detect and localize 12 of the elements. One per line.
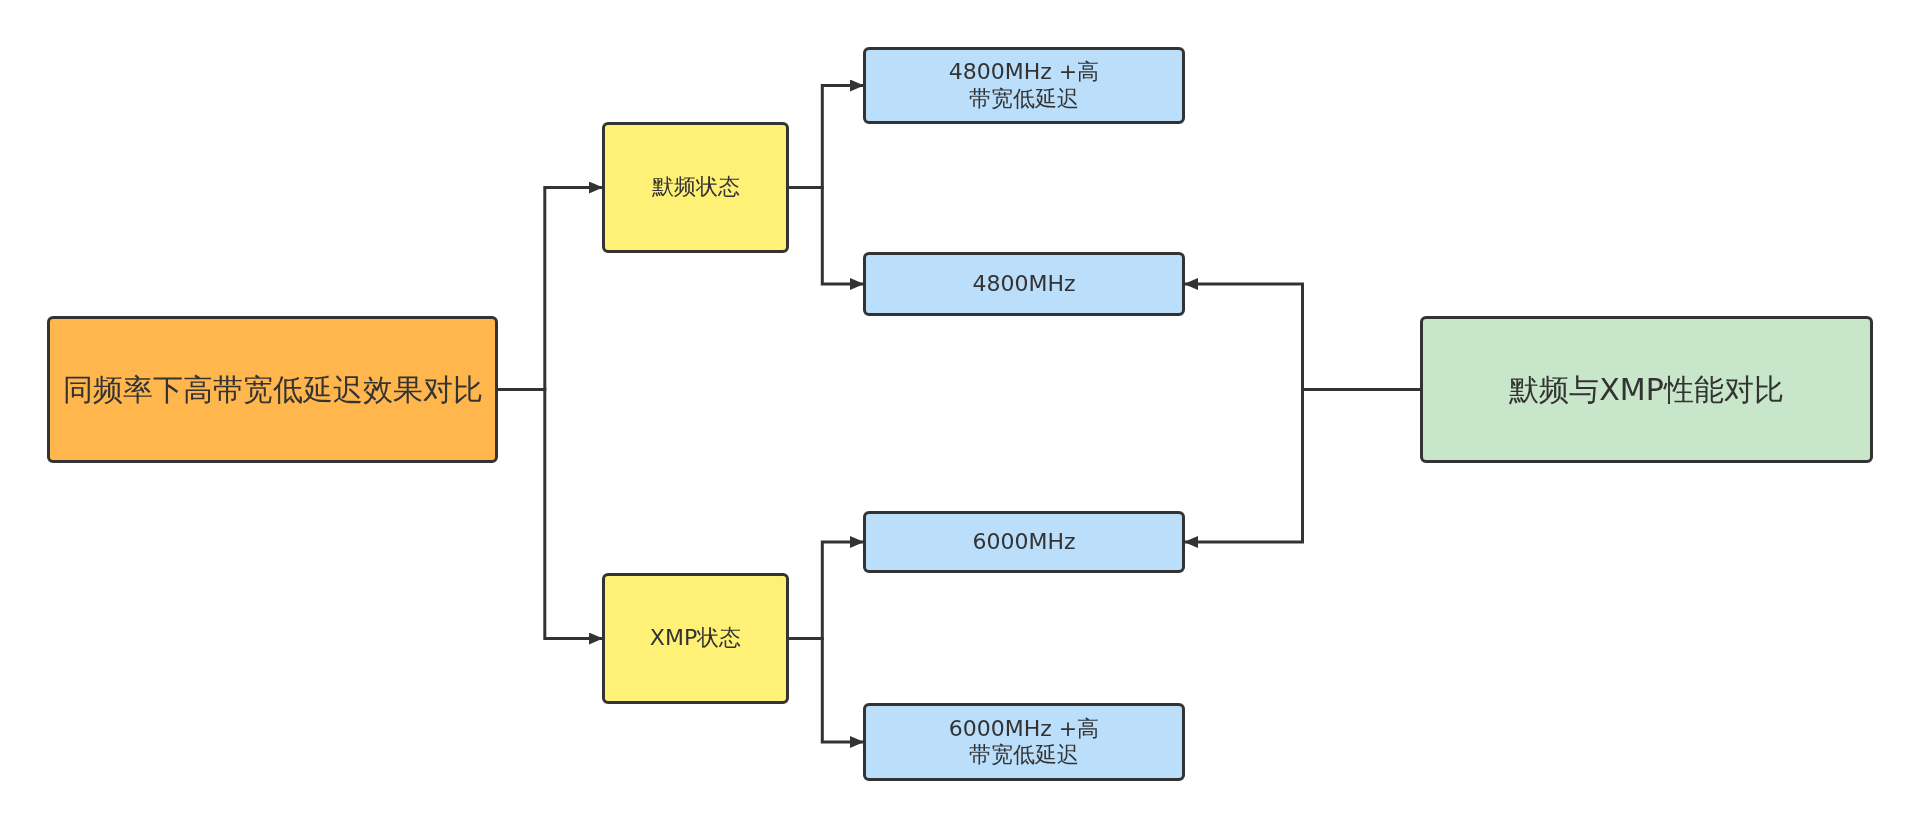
state-box: 默频状态 [602,122,789,253]
arrow [1184,388,1420,548]
result-box: 4800MHz +高带宽低延迟 [863,47,1185,124]
result-box: 6000MHz [863,511,1185,573]
arrow [789,186,864,290]
comparison-box: 默频与XMP性能对比 [1420,316,1873,463]
result-box: 6000MHz +高带宽低延迟 [863,703,1185,781]
arrow [789,637,864,748]
state-box: XMP状态 [602,573,789,704]
arrow [498,388,603,645]
topic-box: 同频率下高带宽低延迟效果对比 [47,316,498,463]
result-box: 4800MHz [863,252,1185,316]
